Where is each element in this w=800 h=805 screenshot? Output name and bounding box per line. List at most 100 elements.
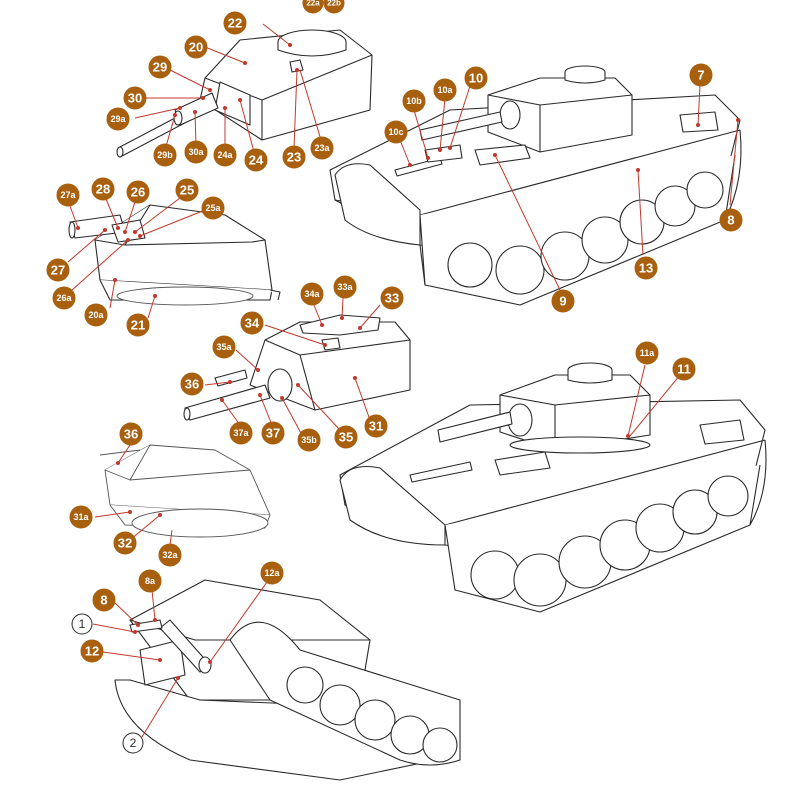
badge-29: 29 <box>148 55 172 79</box>
badge-label: 34a <box>304 289 320 299</box>
badge-label: 37a <box>233 428 249 438</box>
badge-label: 29 <box>153 60 167 75</box>
badge-label: 30a <box>188 147 204 157</box>
badge-label: 21 <box>131 318 145 333</box>
badge-22: 22 <box>223 11 247 35</box>
badge-11: 11 <box>672 357 696 381</box>
badge-20a: 20a <box>84 303 108 327</box>
badge-label: 22 <box>228 16 242 31</box>
badge-label: 34 <box>245 316 260 331</box>
turret-underside-2 <box>99 444 271 538</box>
badge-32: 32 <box>113 531 137 555</box>
badge-25a: 25a <box>201 196 225 220</box>
badge-34: 34 <box>240 311 264 335</box>
badge-23: 23 <box>282 145 306 169</box>
badge-36: 36 <box>180 372 204 396</box>
badge-label: 33a <box>337 282 353 292</box>
badge-label: 27a <box>60 190 76 200</box>
turret-underside-1 <box>68 204 281 306</box>
badge-label: 12 <box>85 644 99 659</box>
badge-label: 26 <box>131 185 145 200</box>
badge-label: 25 <box>180 183 194 198</box>
badge-label: 35a <box>216 342 232 352</box>
tank-hull-assembled-top <box>329 65 742 306</box>
badge-35a: 35a <box>212 335 236 359</box>
badge-label: 24a <box>217 150 233 160</box>
badge-10: 10 <box>464 66 488 90</box>
badge-30: 30 <box>123 86 147 110</box>
callout-label: 2 <box>130 736 137 750</box>
badge-label: 33 <box>385 291 399 306</box>
badge-26: 26 <box>126 180 150 204</box>
badge-10c: 10c <box>384 120 408 144</box>
badge-8: 8 <box>719 208 743 232</box>
badge-label: 37 <box>266 426 280 441</box>
badge-20: 20 <box>184 35 208 59</box>
badge-label: 35 <box>339 430 353 445</box>
badge-label: 11 <box>677 362 691 377</box>
badge-22b: 22b <box>323 0 345 14</box>
badge-label: 31 <box>369 419 383 434</box>
badge-32a: 32a <box>158 543 182 567</box>
badge-25: 25 <box>175 178 199 202</box>
badge-12a: 12a <box>260 561 284 585</box>
part-number-badges: 22a 22b 22 20 29 30 29a 29b 30a 24a 24 2… <box>46 0 743 754</box>
badge-label: 8a <box>145 576 156 586</box>
turret-assembled-middle <box>183 314 411 421</box>
badge-9: 9 <box>551 289 575 313</box>
turret-assembled-top <box>116 29 373 158</box>
badge-label: 20a <box>88 310 104 320</box>
badge-10b: 10b <box>402 89 426 113</box>
badge-label: 25a <box>205 203 221 213</box>
badge-33: 33 <box>380 286 404 310</box>
badge-34a: 34a <box>300 282 324 306</box>
badge-label: 29a <box>110 114 126 124</box>
hull-lower-subassembly <box>114 579 461 781</box>
badge-31: 31 <box>364 414 388 438</box>
badge-label: 13 <box>639 261 653 276</box>
badge-label: 23a <box>314 143 330 153</box>
badge-label: 12a <box>264 568 280 578</box>
callout-1: 1 <box>71 613 93 635</box>
badge-37: 37 <box>261 421 285 445</box>
badge-27a: 27a <box>56 183 80 207</box>
badge-label: 7 <box>697 68 704 83</box>
badge-label: 24 <box>249 153 264 168</box>
badge-30a: 30a <box>184 140 208 164</box>
badge-label: 22b <box>327 0 341 8</box>
badge-13: 13 <box>634 256 658 280</box>
badge-label: 35b <box>301 435 317 445</box>
badge-29a: 29a <box>106 107 130 131</box>
badge-label: 28 <box>96 182 110 197</box>
leader-lines <box>67 23 740 738</box>
badge-label: 10a <box>437 85 453 95</box>
badge-35b: 35b <box>297 428 321 452</box>
badge-22a: 22a <box>302 0 324 14</box>
badge-26a: 26a <box>52 286 76 310</box>
badge-10a: 10a <box>433 78 457 102</box>
badge-11a: 11a <box>635 341 659 365</box>
badge-35: 35 <box>334 425 358 449</box>
badge-37a: 37a <box>229 421 253 445</box>
badge-8-lower: 8 <box>92 588 116 612</box>
badge-12: 12 <box>80 639 104 663</box>
badge-label: 36 <box>124 427 138 442</box>
badge-28: 28 <box>91 177 115 201</box>
callout-2: 2 <box>122 732 144 754</box>
badge-label: 8 <box>100 593 107 608</box>
tank-hull-assembled-bottom <box>339 362 767 613</box>
badge-label: 10b <box>406 96 422 106</box>
badge-33a: 33a <box>333 275 357 299</box>
badge-label: 30 <box>128 91 142 106</box>
badge-21: 21 <box>126 313 150 337</box>
badge-23a: 23a <box>310 136 334 160</box>
callout-label: 1 <box>79 617 86 631</box>
badge-label: 29b <box>157 150 173 160</box>
badge-36-lower: 36 <box>119 422 143 446</box>
badge-24: 24 <box>244 148 268 172</box>
badge-label: 36 <box>185 377 199 392</box>
badge-label: 20 <box>189 40 203 55</box>
badge-label: 9 <box>559 294 566 309</box>
